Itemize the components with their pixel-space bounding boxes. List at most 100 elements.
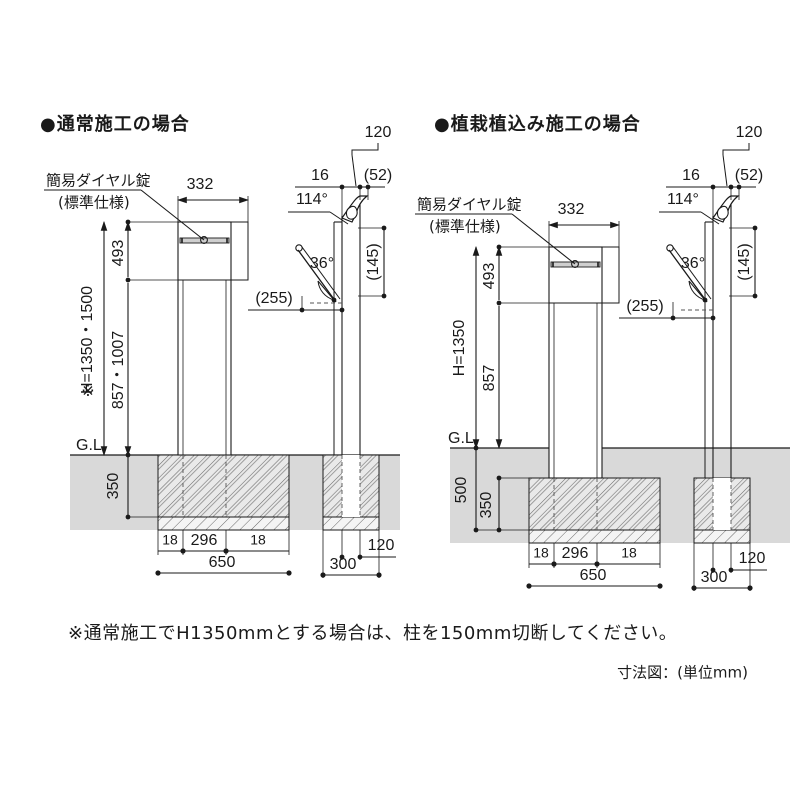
dot-255-b-planting: [710, 315, 716, 321]
dim-H-total-planting: H=1350: [451, 320, 468, 377]
angle-ray-36-planting: [688, 280, 706, 301]
foundation-base-side-planting: [693, 529, 751, 544]
arm-36b-planting: [672, 246, 712, 300]
dot-top-normal: [125, 219, 131, 225]
arm-36-planting: [668, 249, 708, 303]
dim-120-base-normal: 120: [368, 537, 395, 554]
dim-145-planting: (145): [736, 243, 753, 280]
dim-493-planting: 493: [481, 263, 498, 290]
dim-120-base-planting: 120: [739, 550, 766, 567]
leader-114-b-normal: [329, 211, 349, 225]
leader-114-b-planting: [700, 211, 720, 225]
lock-label-line2-planting: (標準仕様): [429, 218, 501, 236]
dot-mid-normal: [125, 277, 131, 283]
post-body-front-planting: [548, 246, 603, 479]
diagram-normal: ●通常施工の場合 簡易ダイヤル錠 (標準仕様) 332: [40, 113, 400, 578]
arm-pivot-normal: [295, 244, 303, 252]
gl-label-planting: G.L: [448, 430, 474, 447]
dim-857-1007-normal: 857・1007: [110, 331, 127, 409]
dim-120-top-planting: 120: [736, 124, 763, 141]
dim-350-normal: 350: [105, 473, 122, 500]
post-body-front-normal: [177, 221, 232, 456]
dot-350-t-normal: [125, 452, 131, 458]
dim-332-normal: 332: [187, 176, 214, 193]
dot-650-r-planting: [657, 583, 663, 589]
dim-255-planting: (255): [626, 298, 663, 315]
arm-pivot-planting: [666, 244, 674, 252]
dot-300-r-planting: [747, 585, 753, 591]
leader-120-planting: [722, 143, 750, 155]
dot-300-r-normal: [376, 572, 382, 578]
dim-300-normal: 300: [330, 556, 357, 573]
hood-slot-normal: [345, 205, 358, 220]
dim-350-planting: 350: [478, 492, 495, 519]
dot-top-planting: [496, 244, 502, 250]
dot-500-t-planting: [473, 445, 479, 451]
hood-slot-planting: [716, 205, 729, 220]
dim-16-normal: 16: [311, 167, 329, 184]
lock-label-line1-normal: 簡易ダイヤル錠: [46, 172, 151, 190]
foundation-concrete-front-planting: [528, 477, 661, 531]
dim-300-planting: 300: [701, 569, 728, 586]
dim-18-left-normal: 18: [162, 532, 178, 548]
dim-18-right-planting: 18: [621, 545, 637, 561]
dot-650-r-normal: [286, 570, 292, 576]
dim-52-normal: (52): [364, 167, 392, 184]
arm-36b-normal: [301, 246, 341, 300]
leader-120-normal: [351, 143, 379, 155]
dot-s3-normal: [339, 554, 345, 560]
dot-650-l-normal: [155, 570, 161, 576]
dim-36-normal: 36°: [310, 255, 334, 272]
footer-note: ※通常施工でH1350mmとする場合は、柱を150mm切断してください。: [68, 623, 677, 644]
dot-650-l-planting: [526, 583, 532, 589]
dim-52-planting: (52): [735, 167, 763, 184]
dot-s3-planting: [710, 567, 716, 573]
dim-145-normal: (145): [365, 243, 382, 280]
diagram-normal-title: ●通常施工の場合: [40, 113, 190, 135]
dot-b2-planting: [551, 561, 557, 567]
dim-296-normal: 296: [191, 532, 218, 549]
leader-120-b-normal: [351, 154, 357, 187]
dot-36-normal: [331, 297, 337, 303]
dim-857-planting: 857: [481, 365, 498, 392]
foundation-base-front-normal: [157, 516, 290, 531]
dial-lock-knob-normal: [200, 236, 208, 244]
foundation-base-side-normal: [322, 516, 380, 531]
arm-36-normal: [297, 249, 337, 303]
dot-36-planting: [702, 297, 708, 303]
dot-255-b-normal: [339, 307, 345, 313]
dim-36-planting: 36°: [681, 255, 705, 272]
dim-114-normal: 114°: [296, 191, 328, 208]
lock-label-line2-normal: (標準仕様): [58, 194, 130, 212]
lock-leader-normal: [140, 189, 205, 241]
dial-lock-plate-planting: [550, 261, 601, 268]
dim-650-planting: 650: [580, 567, 607, 584]
dot-mid-planting: [496, 300, 502, 306]
post-head-box-normal: [177, 221, 249, 281]
dim-500-planting: 500: [453, 477, 470, 504]
dot-300-l-normal: [320, 572, 326, 578]
dial-lock-knob-planting: [571, 260, 579, 268]
post-void-side-planting: [713, 478, 731, 530]
dim-H-total-normal: H=1350・1500: [79, 286, 96, 394]
foundation-base-front-planting: [528, 529, 661, 544]
dial-lock-plate-normal: [179, 237, 230, 244]
dim-332-planting: 332: [558, 201, 585, 218]
post-head-box-planting: [548, 246, 620, 304]
dim-114-planting: 114°: [667, 191, 699, 208]
dim-120-top-normal: 120: [365, 124, 392, 141]
dim-16-planting: 16: [682, 167, 700, 184]
dim-18-left-planting: 18: [533, 545, 549, 561]
footer-caption: 寸法図：(単位mm): [617, 664, 748, 682]
gl-label-normal: G.L: [76, 437, 102, 454]
diagram-planting: ●植栽植込み施工の場合 簡易ダイヤル錠 (標準仕様) 332 H=1350 49…: [415, 113, 790, 591]
dot-b3-planting: [594, 561, 600, 567]
angle-ray-36-normal: [317, 280, 335, 301]
lock-leader-planting: [511, 213, 576, 265]
dot-300-l-planting: [691, 585, 697, 591]
post-void-side-normal: [342, 455, 360, 517]
dim-650-normal: 650: [209, 554, 236, 571]
lock-label-line1-planting: 簡易ダイヤル錠: [417, 196, 522, 214]
